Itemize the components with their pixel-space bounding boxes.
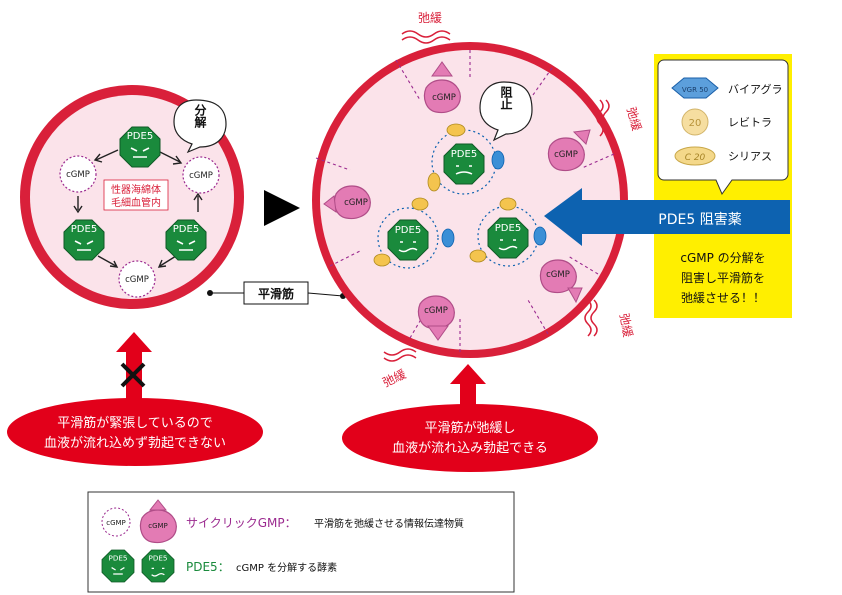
pde5-enzyme-right: PDE5 <box>165 219 207 261</box>
left-reaction-arrows <box>73 149 203 268</box>
right-caption-line1: 平滑筋が弛緩し <box>424 420 515 436</box>
blocked-pde5-left: PDE5 <box>373 197 455 269</box>
cgmp-bubble-5: cGMP <box>417 295 455 341</box>
smooth-muscle-label: 平滑筋 <box>258 286 294 301</box>
pde5-label: PDE5 <box>71 224 97 235</box>
pde5-label: PDE5 <box>495 223 521 234</box>
blocked-pde5-right: PDE5 <box>469 197 547 267</box>
location-line2: 毛細血管内 <box>111 196 161 209</box>
cgmp-label: cGMP <box>66 170 90 180</box>
relax-label-bottom-left: 弛緩 <box>380 367 408 390</box>
left-caption-line1: 平滑筋が緊張しているので <box>57 415 213 431</box>
pde5-label: PDE5 <box>127 131 153 142</box>
cgmp-molecule-right: cGMP <box>182 156 220 194</box>
cgmp-label: cGMP <box>344 198 368 208</box>
legend-pde5-icon-1: PDE5 <box>101 549 135 583</box>
inhibitor-panel <box>654 54 792 318</box>
cgmp-molecule-bottom: cGMP <box>118 260 156 298</box>
legend-cgmp-small-2: cGMP <box>148 522 168 530</box>
drug-viagra: VGR 50 バイアグラ <box>671 77 782 99</box>
viagra-name: バイアグラ <box>728 82 782 96</box>
cgmp-label: cGMP <box>125 275 149 285</box>
left-blood-arrow <box>116 332 152 404</box>
relax-label-top: 弛緩 <box>418 11 442 25</box>
cgmp-molecule-left: cGMP <box>59 155 97 193</box>
relax-wave-marks <box>383 30 610 362</box>
legend-pde5-small: PDE5 <box>109 553 128 562</box>
inhibitor-arrow-label: PDE5 阻害薬 <box>658 212 741 228</box>
decompose-label: 分解 <box>193 103 207 129</box>
blocked-pde5-top: PDE5 <box>427 123 505 195</box>
pde5-label: PDE5 <box>451 149 477 160</box>
cialis-pill-text: C 20 <box>685 153 706 163</box>
levitra-pill-text: 20 <box>689 118 702 129</box>
cialis-name: シリアス <box>728 150 772 163</box>
relax-label-right: 弛緩 <box>624 106 644 133</box>
legend-box: cGMP cGMP サイクリックGMP： 平滑筋を弛緩させる情報伝達物質 PDE… <box>87 491 515 593</box>
legend-pde5-icon-2: PDE5 <box>141 549 175 583</box>
transition-arrow-icon <box>264 190 300 226</box>
right-blood-arrow <box>450 364 486 412</box>
drug-cialis: C 20 シリアス <box>674 146 772 166</box>
location-line1: 性器海綿体 <box>111 183 161 196</box>
cgmp-label: cGMP <box>546 270 570 280</box>
drug-levitra: 20 レビトラ <box>681 108 772 136</box>
decompose-bubble: 分解 <box>173 99 227 154</box>
block-label: 阻止 <box>499 85 513 110</box>
cgmp-bubble-3: cGMP <box>323 185 371 220</box>
legend-pde5-title: PDE5： <box>186 560 230 574</box>
pde5-enzyme-top: PDE5 <box>119 126 161 168</box>
cgmp-label: cGMP <box>554 150 578 160</box>
inhibitor-desc-line3: 弛緩させる！！ <box>681 291 765 305</box>
legend-pde5-desc: cGMP を分解する酵素 <box>236 561 337 574</box>
legend-cgmp-dot-icon <box>101 507 131 537</box>
relax-label-bottom-right: 弛緩 <box>617 312 635 338</box>
block-bubble: 阻止 <box>479 81 533 142</box>
cgmp-label: cGMP <box>424 306 448 316</box>
pde5-label: PDE5 <box>395 225 421 236</box>
legend-cgmp-small: cGMP <box>106 519 126 527</box>
left-caption-line2: 血液が流れ込めず勃起できない <box>44 436 226 451</box>
inhibitor-desc-line2: 阻害し平滑筋を <box>681 270 765 285</box>
location-label: 性器海綿体 毛細血管内 <box>103 179 169 211</box>
viagra-pill-text: VGR 50 <box>682 86 708 94</box>
inhibitor-arrow: PDE5 阻害薬 <box>544 188 790 246</box>
inhibitor-desc-line1: cGMP の分解を <box>680 251 765 265</box>
right-caption: 平滑筋が弛緩し 血液が流れ込み勃起できる <box>342 404 598 472</box>
pde5-label: PDE5 <box>173 224 199 235</box>
cgmp-bubble-1: cGMP <box>423 61 461 114</box>
pde5-enzyme-left: PDE5 <box>63 219 105 261</box>
legend-pde5-small-2: PDE5 <box>149 553 168 562</box>
right-caption-line2: 血液が流れ込み勃起できる <box>392 441 548 456</box>
cgmp-bubble-4: cGMP <box>539 259 583 304</box>
legend-cgmp-desc: 平滑筋を弛緩させる情報伝達物質 <box>314 517 464 530</box>
legend-cgmp-title: サイクリックGMP： <box>186 516 297 530</box>
cgmp-bubble-2: cGMP <box>547 129 591 172</box>
cgmp-label: cGMP <box>432 93 456 103</box>
smooth-muscle-callout: 平滑筋 <box>207 281 346 305</box>
left-caption: 平滑筋が緊張しているので 血液が流れ込めず勃起できない <box>7 398 263 466</box>
cgmp-label: cGMP <box>189 171 213 181</box>
levitra-name: レビトラ <box>728 116 772 129</box>
